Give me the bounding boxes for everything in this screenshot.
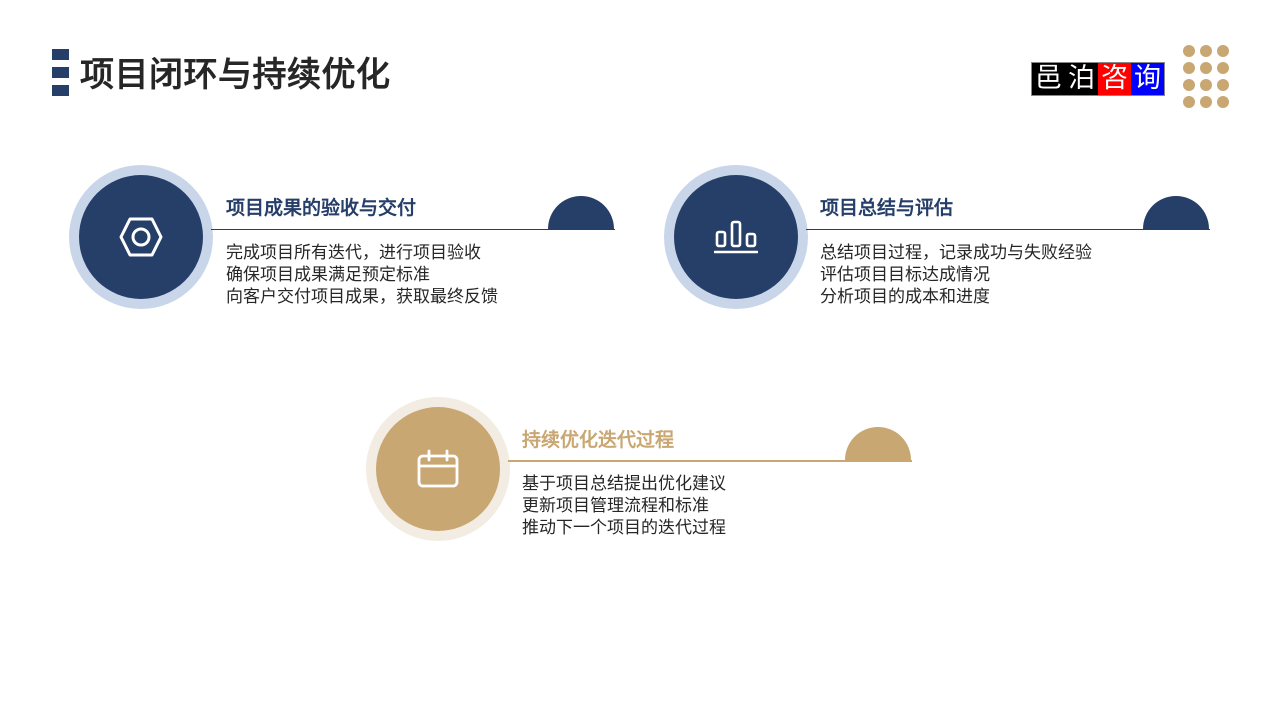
icon-disc — [674, 175, 798, 299]
marker-bar — [52, 67, 69, 78]
semicircle-decor — [1143, 196, 1209, 229]
hexagon-nut-icon — [119, 217, 163, 257]
card-title: 持续优化迭代过程 — [522, 429, 675, 451]
description-line: 分析项目的成本和进度 — [820, 287, 990, 307]
description-line: 基于项目总结提出优化建议 — [522, 474, 726, 494]
brand-logo: 邑 泊 咨 询 — [1031, 62, 1165, 96]
logo-char: 咨 — [1098, 63, 1131, 95]
decorative-dot-grid — [1183, 45, 1229, 108]
description-line: 向客户交付项目成果，获取最终反馈 — [226, 287, 498, 307]
icon-disc — [79, 175, 203, 299]
card-description: 完成项目所有迭代，进行项目验收 确保项目成果满足预定标准 向客户交付项目成果，获… — [226, 242, 498, 308]
description-line: 完成项目所有迭代，进行项目验收 — [226, 243, 481, 263]
bar-chart-icon — [714, 220, 758, 254]
marker-bar — [52, 85, 69, 96]
card-description: 总结项目过程，记录成功与失败经验 评估项目目标达成情况 分析项目的成本和进度 — [820, 242, 1092, 308]
description-line: 更新项目管理流程和标准 — [522, 496, 709, 516]
logo-char: 询 — [1131, 63, 1164, 95]
description-line: 确保项目成果满足预定标准 — [226, 265, 430, 285]
description-line: 总结项目过程，记录成功与失败经验 — [820, 243, 1092, 263]
semicircle-decor — [845, 427, 911, 460]
description-line: 推动下一个项目的迭代过程 — [522, 518, 726, 538]
marker-bar — [52, 49, 69, 60]
semicircle-decor — [548, 196, 614, 229]
card-description: 基于项目总结提出优化建议 更新项目管理流程和标准 推动下一个项目的迭代过程 — [522, 473, 726, 539]
divider-line — [806, 228, 1210, 230]
card-title: 项目成果的验收与交付 — [226, 197, 417, 219]
title-marker — [52, 49, 69, 103]
description-line: 评估项目目标达成情况 — [820, 265, 990, 285]
page-title: 项目闭环与持续优化 — [80, 55, 391, 95]
divider-line — [211, 228, 615, 230]
icon-disc — [376, 407, 500, 531]
card-title: 项目总结与评估 — [820, 197, 954, 219]
calendar-icon — [417, 449, 459, 488]
logo-char: 邑 — [1032, 63, 1065, 95]
logo-char: 泊 — [1065, 63, 1098, 95]
divider-line — [508, 460, 912, 462]
